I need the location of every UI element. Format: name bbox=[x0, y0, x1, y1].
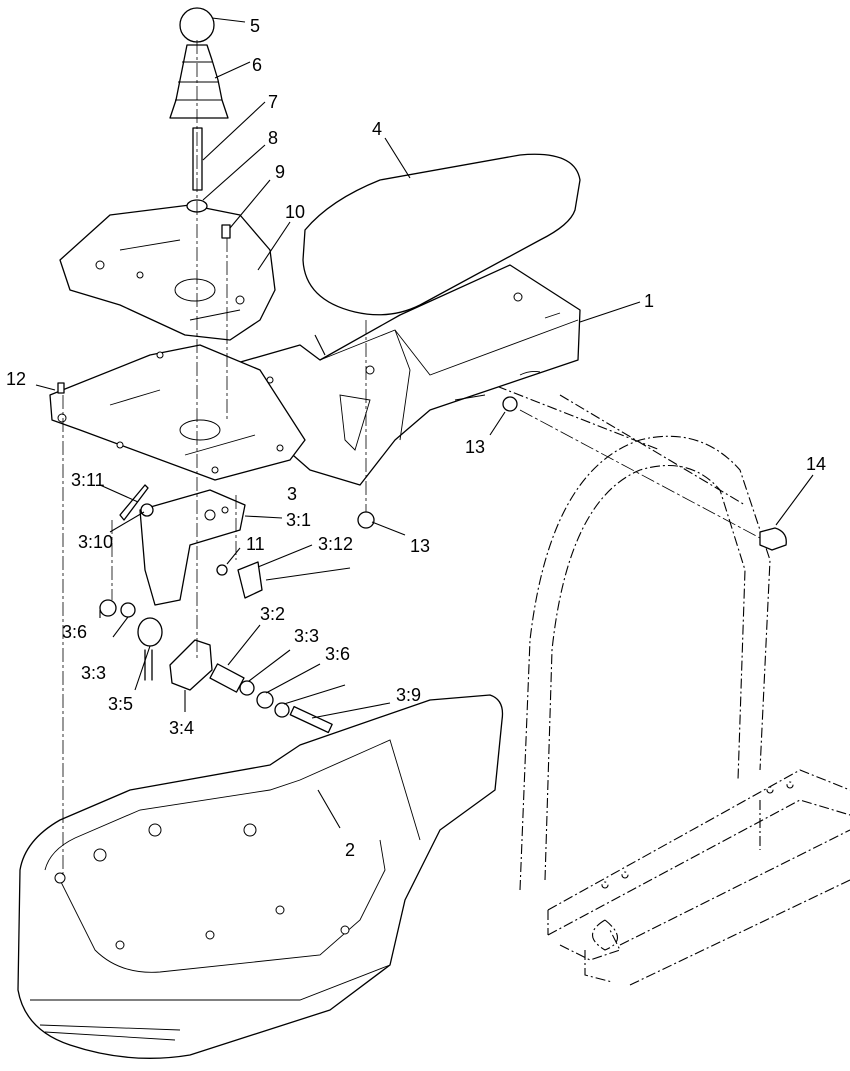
callout-3-9: 3:11 bbox=[71, 470, 105, 490]
switch-3-10 bbox=[237, 561, 263, 599]
callout-1: 1 bbox=[644, 291, 654, 311]
shaft bbox=[192, 127, 203, 191]
spring-3-5 bbox=[137, 617, 163, 647]
spacer-3-3-right bbox=[239, 680, 255, 696]
leader-lines bbox=[35, 17, 814, 829]
callout-3-1: 3:1 bbox=[286, 510, 311, 530]
callout-3-3-left: 3:3 bbox=[81, 663, 106, 683]
fasteners bbox=[57, 382, 787, 551]
pivot-3-4 bbox=[169, 639, 213, 691]
nut-13-lower bbox=[357, 511, 375, 529]
washer-3-12 bbox=[274, 702, 290, 718]
callout-3-7: 3:9 bbox=[396, 685, 421, 705]
callout-14: 14 bbox=[806, 454, 826, 474]
boot bbox=[169, 44, 229, 119]
washer-3-6-right bbox=[256, 691, 274, 709]
screw-12 bbox=[57, 382, 65, 394]
pin-3-9 bbox=[119, 484, 149, 521]
control-assembly bbox=[99, 484, 333, 734]
callout-3-10: 3:12 bbox=[318, 534, 353, 554]
callout-7: 7 bbox=[268, 92, 278, 112]
spacer-3-3-left bbox=[120, 602, 136, 618]
callout-12: 12 bbox=[6, 369, 26, 389]
callout-5: 5 bbox=[250, 16, 260, 36]
sleeve-3-2 bbox=[209, 663, 245, 693]
callout-10: 10 bbox=[285, 202, 305, 222]
washer-3-6-left bbox=[99, 599, 117, 617]
callout-2: 2 bbox=[345, 840, 355, 860]
pin-14 bbox=[759, 527, 787, 551]
callout-6: 6 bbox=[252, 55, 262, 75]
bolt-9 bbox=[221, 224, 231, 239]
console-bracket bbox=[229, 264, 581, 486]
control-plate bbox=[59, 204, 276, 341]
washer-11 bbox=[216, 564, 228, 576]
callout-8: 8 bbox=[268, 128, 278, 148]
callout-3-4: 3:4 bbox=[169, 718, 194, 738]
nut-13-right bbox=[502, 396, 518, 412]
callout-3-3-right: 3:3 bbox=[294, 626, 319, 646]
callout-9: 9 bbox=[275, 162, 285, 182]
lower-console-housing bbox=[17, 694, 504, 1059]
callout-3-8: 3:10 bbox=[78, 532, 113, 552]
bushing-3-8 bbox=[140, 503, 154, 517]
rops-frame-ghost bbox=[429, 359, 850, 986]
callout-13-lower: 13 bbox=[410, 536, 430, 556]
callout-3-6-left: 3:6 bbox=[62, 622, 87, 642]
center-lines bbox=[62, 40, 761, 875]
armrest-pad bbox=[302, 153, 581, 316]
knob bbox=[179, 7, 215, 43]
callout-3-5: 3:5 bbox=[108, 694, 133, 714]
callout-13-right: 13 bbox=[465, 437, 485, 457]
joystick-stack bbox=[169, 7, 231, 239]
callout-3: 3 bbox=[287, 484, 297, 504]
callout-3-6-right: 3:6 bbox=[325, 644, 350, 664]
bolt-3-7 bbox=[289, 705, 333, 734]
callout-3-2: 3:2 bbox=[260, 604, 285, 624]
callout-labels: 5 6 7 8 9 10 4 1 12 13 13 14 3 3:1 3:11 … bbox=[6, 16, 826, 860]
callout-4: 4 bbox=[372, 119, 382, 139]
callout-11: 11 bbox=[246, 534, 265, 554]
mounting-plate bbox=[49, 344, 306, 481]
